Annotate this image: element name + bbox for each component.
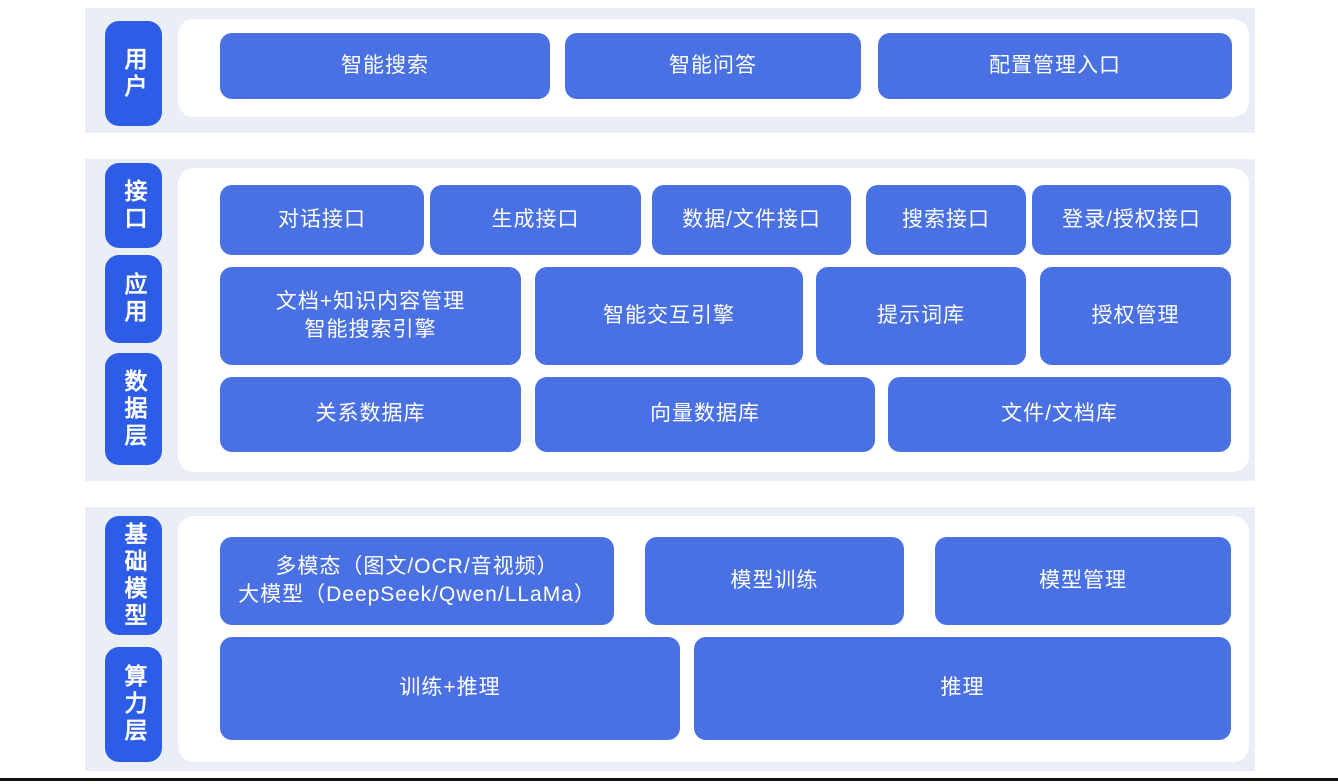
layer-label-interface: 接口 xyxy=(105,163,162,248)
node-smart-qa: 智能问答 xyxy=(565,33,861,99)
node-vector-db: 向量数据库 xyxy=(535,377,875,452)
node-data-file-api: 数据/文件接口 xyxy=(652,185,851,255)
node-relational-db: 关系数据库 xyxy=(220,377,521,452)
layer-label-compute: 算力层 xyxy=(105,647,162,762)
node-file-doc-db: 文件/文档库 xyxy=(888,377,1231,452)
node-multimodal-llm: 多模态（图文/OCR/音视频） 大模型（DeepSeek/Qwen/LLaMa） xyxy=(220,537,614,625)
node-smart-search: 智能搜索 xyxy=(220,33,550,99)
node-doc-knowledge-engine: 文档+知识内容管理 智能搜索引擎 xyxy=(220,267,521,365)
layer-label-foundation-model: 基础模型 xyxy=(105,516,162,635)
doc-knowledge-line1: 文档+知识内容管理 xyxy=(275,289,466,313)
node-training-inference: 训练+推理 xyxy=(220,637,680,740)
node-auth-management: 授权管理 xyxy=(1040,267,1231,365)
layer-label-user: 用户 xyxy=(105,21,162,126)
node-model-management: 模型管理 xyxy=(935,537,1231,625)
node-interaction-engine: 智能交互引擎 xyxy=(535,267,803,365)
node-login-auth-api: 登录/授权接口 xyxy=(1032,185,1231,255)
doc-knowledge-line2: 智能搜索引擎 xyxy=(304,318,437,341)
bottom-divider-line xyxy=(0,778,1338,781)
node-dialog-api: 对话接口 xyxy=(220,185,424,255)
layer-label-data: 数据层 xyxy=(105,353,162,465)
multimodal-line1: 多模态（图文/OCR/音视频） xyxy=(275,554,559,578)
multimodal-line2: 大模型（DeepSeek/Qwen/LLaMa） xyxy=(238,583,596,606)
node-inference: 推理 xyxy=(694,637,1231,740)
node-model-training: 模型训练 xyxy=(645,537,904,625)
node-search-api: 搜索接口 xyxy=(866,185,1026,255)
node-config-entry: 配置管理入口 xyxy=(878,33,1232,99)
layer-label-application: 应用 xyxy=(105,255,162,343)
node-generate-api: 生成接口 xyxy=(430,185,641,255)
node-prompt-library: 提示词库 xyxy=(816,267,1026,365)
